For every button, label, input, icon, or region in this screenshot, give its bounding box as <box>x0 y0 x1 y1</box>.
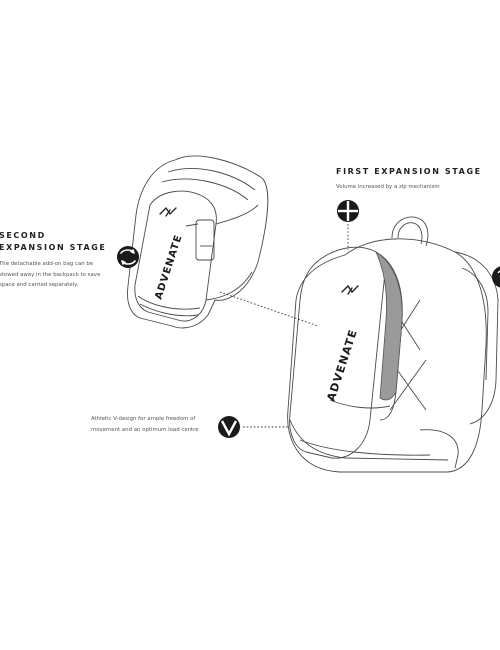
vdesign-desc-line-2: movement and an optimum load centre <box>91 426 199 433</box>
main-wordmark: ADVENATE <box>324 327 360 402</box>
leader-lines <box>219 224 349 428</box>
v-shape-icon <box>218 416 240 438</box>
addon-logo-mark <box>159 206 177 217</box>
partial-edge-icon <box>492 266 500 288</box>
second-stage-desc-line-2: stowed away in the backpack to save <box>0 271 101 278</box>
addon-wordmark: ADVENATE <box>153 233 184 301</box>
second-stage-leader <box>219 291 319 327</box>
cross-quadrant-icon <box>337 200 359 222</box>
zip-gusset <box>375 250 403 401</box>
second-stage-desc-line-1: The detachable add-on bag can be <box>0 261 94 267</box>
vdesign-description: Athletic V-design for ample freedom of m… <box>91 414 199 435</box>
second-stage-title-line-1: SECOND <box>0 231 46 240</box>
second-stage-title-line-2: EXPANSION STAGE <box>0 243 107 252</box>
second-stage-description: The detachable add-on bag can be stowed … <box>0 259 100 291</box>
first-stage-description: Volume increased by a zip mechanism <box>336 184 440 190</box>
second-stage-desc-line-3: space and carried separately. <box>0 282 79 288</box>
vdesign-desc-line-1: Athletic V-design for ample freedom of <box>91 416 196 422</box>
addon-bag-drawing <box>127 155 269 329</box>
first-stage-title: FIRST EXPANSION STAGE <box>336 167 482 176</box>
s-arrows-icon <box>117 246 139 268</box>
second-stage-title: SECOND EXPANSION STAGE <box>0 230 107 254</box>
main-logo-mark <box>341 284 359 295</box>
